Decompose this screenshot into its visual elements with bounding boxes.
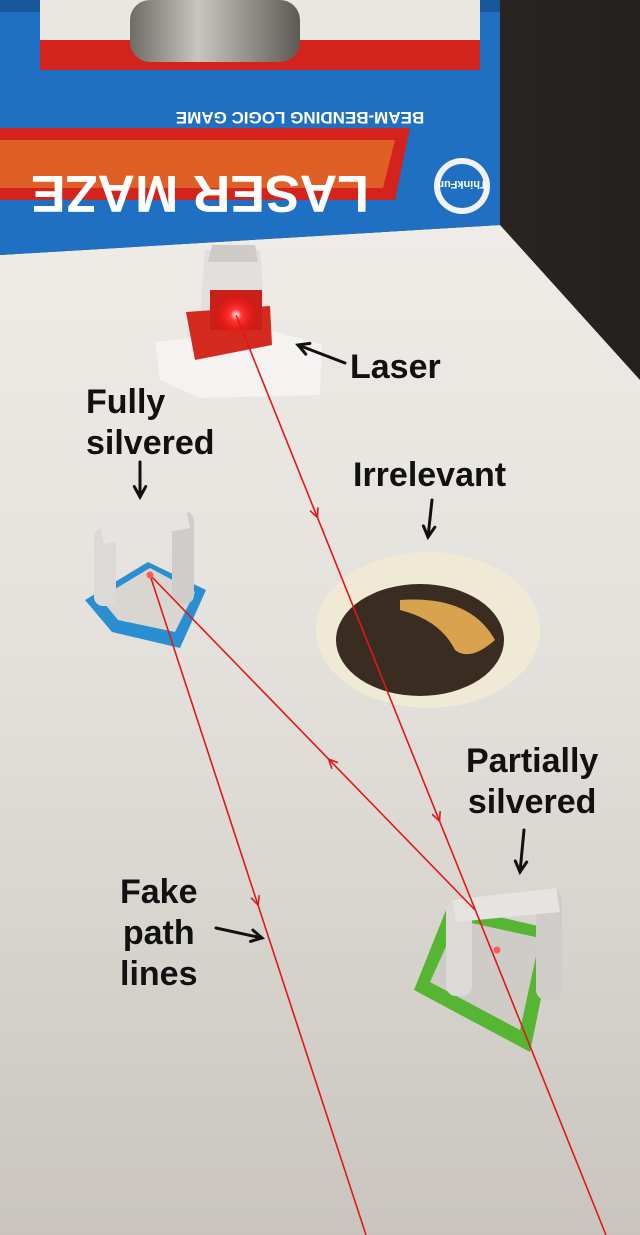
label-fake-path-lines-line3: lines xyxy=(120,954,198,993)
arrow-irrelevant xyxy=(426,498,434,539)
beam-partial-to-full xyxy=(149,574,476,911)
beam-partial-to-full-arrowhead-0 xyxy=(327,757,339,769)
reflection-dot-0 xyxy=(146,571,154,579)
metal-pot xyxy=(130,0,300,62)
label-partially-silvered: Partially silvered xyxy=(466,741,598,823)
arrow-partially-silvered xyxy=(518,828,526,874)
reflection-dot-1 xyxy=(493,946,501,954)
label-partially-silvered-line2: silvered xyxy=(467,782,597,821)
label-fake-path-lines: Fake path lines xyxy=(120,872,198,994)
arrow-irrelevant-head xyxy=(421,524,437,541)
arrow-partially-silvered-head xyxy=(513,859,529,876)
arrow-laser xyxy=(296,343,347,365)
label-laser: Laser xyxy=(350,348,441,386)
label-fully-silvered-line2: silvered xyxy=(86,423,215,462)
beam-paths xyxy=(146,314,607,1235)
arrow-fully-silvered-head xyxy=(132,484,148,501)
label-partially-silvered-line1: Partially xyxy=(466,742,599,780)
box-title: LASER MAZE xyxy=(31,164,369,222)
arrow-fake-path-lines-head xyxy=(248,928,266,943)
beam-laser-to-partial-arrowhead-0 xyxy=(309,507,319,520)
annotation-arrows xyxy=(132,341,529,943)
box-tagline: BEAM-BENDING LOGIC GAME xyxy=(176,108,424,127)
arrow-laser-head xyxy=(295,341,312,356)
fully-silvered-mirror xyxy=(85,508,206,648)
label-fake-path-lines-line2: path xyxy=(122,913,195,952)
game-box xyxy=(0,0,500,255)
label-fully-silvered-line1: Fully xyxy=(86,383,166,421)
box-brand: ThinkFun xyxy=(437,178,487,190)
arrow-fake-path-lines xyxy=(214,926,264,940)
beam-full-outgoing-arrowhead-0 xyxy=(250,894,261,907)
label-irrelevant: Irrelevant xyxy=(353,456,507,494)
laser-emitter xyxy=(186,245,272,360)
cup-ring xyxy=(316,552,540,708)
label-fake-path-lines-line1: Fake xyxy=(120,873,198,911)
beam-laser-to-partial xyxy=(235,314,607,1235)
beam-laser-to-partial-arrowhead-1 xyxy=(431,810,441,823)
label-fully-silvered: Fully silvered xyxy=(86,382,215,464)
